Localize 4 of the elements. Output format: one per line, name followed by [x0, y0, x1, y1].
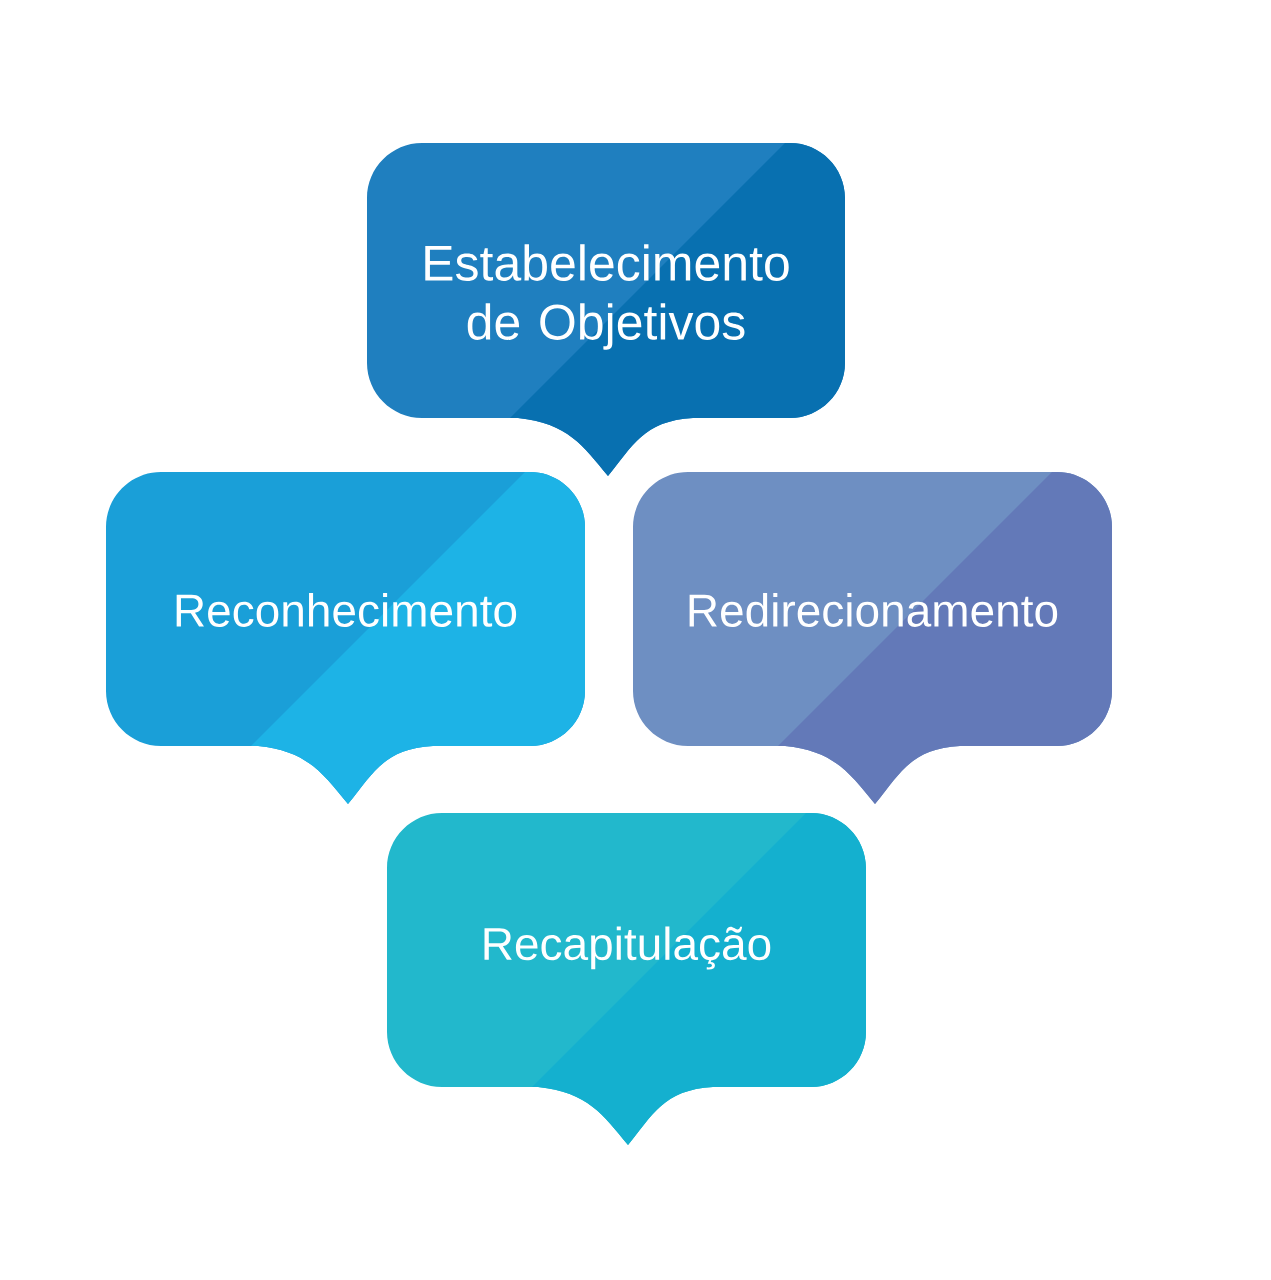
speech-bubble: Reconhecimento [106, 472, 585, 804]
speech-bubble: Recapitulação [387, 813, 866, 1145]
speech-bubble: Estabelecimento de Objetivos [367, 143, 845, 476]
speech-bubble: Redirecionamento [633, 472, 1112, 804]
